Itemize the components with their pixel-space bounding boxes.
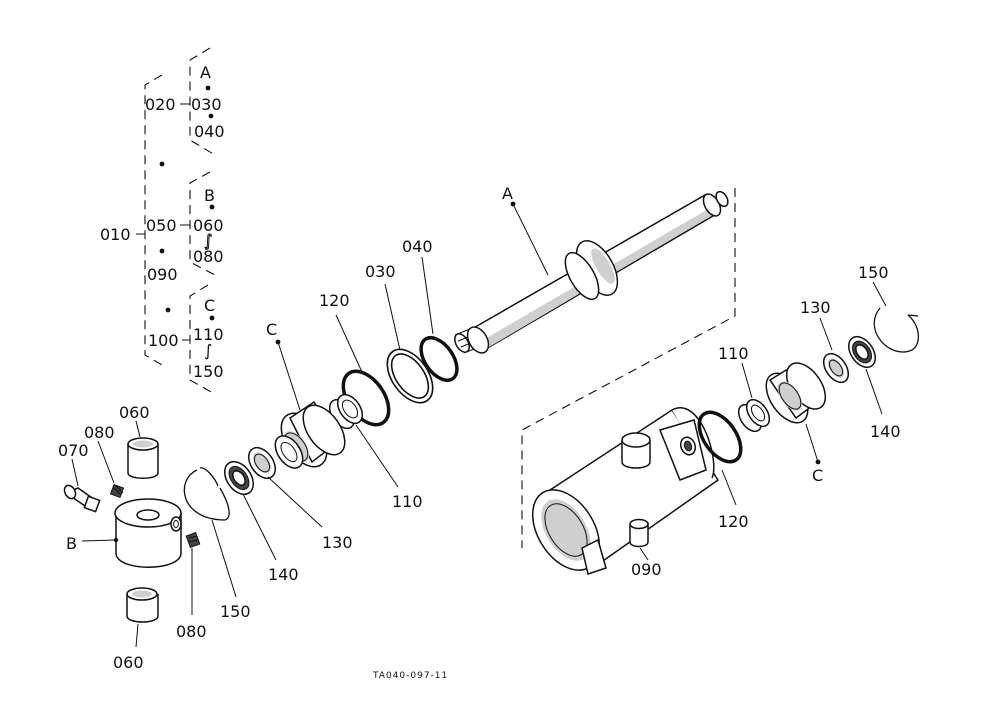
- label-070: 070: [58, 441, 89, 460]
- label-130-left: 130: [322, 533, 353, 552]
- set-screw-080-bottom: [185, 532, 201, 548]
- tree-bracket-010: [144, 74, 163, 366]
- tree-bracket-A: [189, 47, 216, 156]
- tree-label-B: B: [204, 186, 215, 205]
- tree-label-040: 040: [194, 122, 225, 141]
- projection-line-rod-to-tube: [521, 188, 736, 548]
- tree-label-010: 010: [100, 225, 131, 244]
- label-080-top: 080: [84, 423, 115, 442]
- label-C-left: C: [266, 320, 277, 339]
- label-130-right: 130: [800, 298, 831, 317]
- snap-ring-150-right: [873, 307, 919, 353]
- label-110-left: 110: [392, 492, 423, 511]
- label-150-left: 150: [220, 602, 251, 621]
- seal-group-right: 120 110 C 130 140 15: [697, 263, 919, 531]
- label-140-left: 140: [268, 565, 299, 584]
- label-060-bottom: 060: [113, 653, 144, 672]
- tree-label-020: 020: [145, 95, 176, 114]
- grease-fitting-070: [63, 484, 101, 513]
- tree-range-symbol-B: ∫: [204, 231, 212, 250]
- tree-label-050: 050: [146, 216, 177, 235]
- label-B: B: [66, 534, 77, 553]
- label-030: 030: [365, 262, 396, 281]
- set-screw-080-top: [109, 483, 125, 499]
- tree-bracket-C: [189, 284, 214, 394]
- tree-label-C: C: [204, 296, 215, 315]
- parts-hierarchy-tree: 010 020 A 030 040 050 B 060 ∫ 080 090 C …: [100, 47, 225, 394]
- tree-label-150: 150: [193, 362, 224, 381]
- piston-rod-A: A: [454, 184, 736, 548]
- label-060-top: 060: [119, 403, 150, 422]
- label-C-right: C: [812, 466, 823, 485]
- label-110-right: 110: [718, 344, 749, 363]
- label-150-right: 150: [858, 263, 889, 282]
- tree-label-030: 030: [191, 95, 222, 114]
- tree-label-090: 090: [147, 265, 178, 284]
- tree-range-symbol-C: ∫: [204, 341, 212, 360]
- tree-label-100: 100: [148, 331, 179, 350]
- label-140-right: 140: [870, 422, 901, 441]
- o-ring-120-right: [697, 410, 743, 464]
- label-090: 090: [631, 560, 662, 579]
- tree-label-110: 110: [193, 325, 224, 344]
- drawing-code: TA040-097-11: [372, 671, 448, 681]
- seal-group-left: 120 030 040 110 C: [183, 237, 459, 621]
- label-080-bottom: 080: [176, 622, 207, 641]
- tree-label-080: 080: [193, 247, 224, 266]
- label-120-right: 120: [718, 512, 749, 531]
- gland-C-left: [274, 400, 346, 469]
- tree-label-A: A: [200, 63, 211, 82]
- label-120-left: 120: [319, 291, 350, 310]
- snap-ring-150-left: [183, 469, 230, 521]
- label-rod-A: A: [502, 184, 513, 203]
- bushing-060-top: [127, 437, 159, 479]
- cylinder-tube-090: 090: [531, 407, 720, 579]
- label-040: 040: [402, 237, 433, 256]
- tree-label-060: 060: [193, 216, 224, 235]
- gland-C-right: [765, 362, 827, 424]
- tree-bracket-B: [189, 171, 216, 276]
- o-ring-040: [419, 336, 459, 382]
- clevis-block-B: B 060 060 070 080: [58, 403, 207, 672]
- bushing-060-bottom: [126, 587, 159, 623]
